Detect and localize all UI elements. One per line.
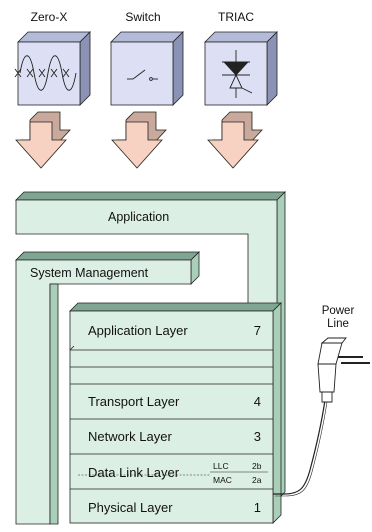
switch-icon xyxy=(127,69,158,81)
triac-box xyxy=(204,31,278,106)
layer-number: 7 xyxy=(253,323,261,338)
application-label: Application xyxy=(108,210,170,224)
arrow-down-icon xyxy=(207,111,263,169)
system-management-block xyxy=(15,251,200,525)
sine-wave-icon xyxy=(14,55,77,91)
layer-number: 3 xyxy=(253,429,261,444)
layer-name: Transport Layer xyxy=(88,394,180,409)
zero-x-label: Zero-X xyxy=(30,10,68,24)
layer-number: 4 xyxy=(253,394,261,409)
power-plug-icon xyxy=(273,337,370,497)
power-label: Power xyxy=(321,305,355,317)
protocol-stack xyxy=(69,302,282,524)
switch-label: Switch xyxy=(125,10,161,24)
mac-label: MAC xyxy=(213,475,232,485)
switch-box xyxy=(110,31,184,106)
zero-x-box xyxy=(14,31,91,106)
layer-name: Network Layer xyxy=(88,429,172,444)
triac-label: TRIAC xyxy=(218,10,254,24)
llc-label: LLC xyxy=(213,461,229,471)
layer-name: Data Link Layer xyxy=(88,465,180,480)
arrow-down-icon xyxy=(111,111,167,169)
arrow-down-icon xyxy=(15,111,71,169)
triac-icon xyxy=(222,50,253,98)
mac-number: 2a xyxy=(252,475,262,485)
layer-name: Application Layer xyxy=(88,323,188,338)
layer-name: Physical Layer xyxy=(88,500,173,515)
layer-number: 1 xyxy=(253,500,261,515)
line-label: Line xyxy=(327,318,349,330)
llc-number: 2b xyxy=(252,461,262,471)
system-management-label: System Management xyxy=(30,266,149,280)
